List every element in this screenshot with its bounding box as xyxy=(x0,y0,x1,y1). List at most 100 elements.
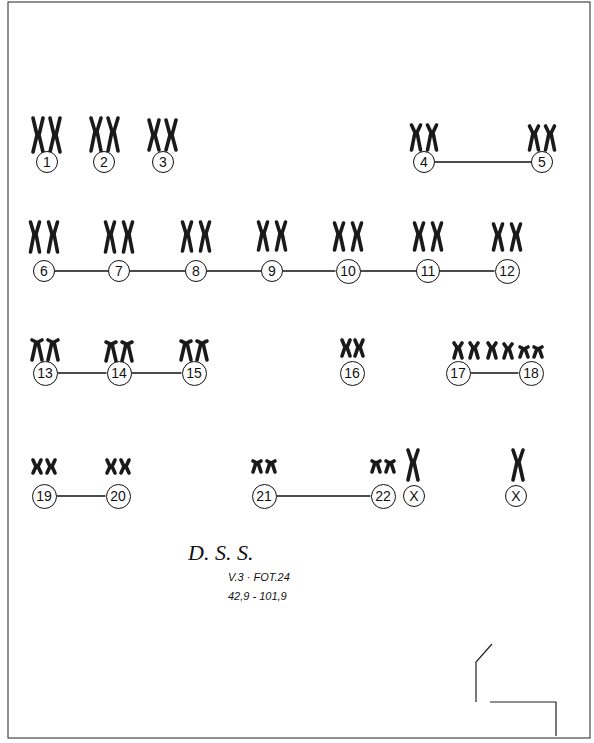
chromosome xyxy=(91,118,101,151)
chromatid xyxy=(188,222,192,251)
chromatid xyxy=(206,222,210,251)
chromatid xyxy=(38,460,41,473)
number-circle: 13 xyxy=(33,361,58,386)
chromatid xyxy=(48,340,52,360)
chromatid xyxy=(122,342,126,361)
group-connector xyxy=(132,372,182,373)
chromatid xyxy=(277,222,281,250)
chromatid xyxy=(519,450,523,480)
chromatid xyxy=(353,223,357,250)
chromatid xyxy=(493,343,496,358)
chromosome-number: 18 xyxy=(523,366,539,380)
number-circle: 19 xyxy=(32,484,57,509)
chromosome-number: 8 xyxy=(192,264,200,278)
chromosome-number: 10 xyxy=(340,264,356,278)
chromosome-number: X xyxy=(511,489,520,503)
chromosome xyxy=(107,460,115,473)
chromatid xyxy=(415,223,419,250)
chromosome xyxy=(121,460,129,473)
chromatid xyxy=(475,343,478,358)
chromatid xyxy=(360,340,363,356)
chromatid xyxy=(428,125,432,150)
number-circle: X xyxy=(403,485,425,507)
chromatid xyxy=(433,223,437,250)
chromatid xyxy=(56,118,60,152)
bracket xyxy=(490,702,556,736)
chromosome xyxy=(353,223,362,250)
chromosome xyxy=(494,224,503,250)
number-circle: 15 xyxy=(182,361,207,386)
chromatid xyxy=(49,222,53,252)
chromosome-number: 12 xyxy=(499,264,515,278)
chromatid xyxy=(183,222,187,251)
chromosome xyxy=(335,223,344,250)
chromatid xyxy=(513,450,517,480)
chromosome xyxy=(108,118,118,151)
chromosome-number: 5 xyxy=(538,155,546,169)
chromatid xyxy=(504,344,507,358)
group-connector xyxy=(283,270,336,271)
chromosome xyxy=(49,222,58,252)
chromatid xyxy=(253,461,256,472)
chromosome xyxy=(259,222,268,250)
number-circle: 2 xyxy=(93,151,115,173)
chromosome xyxy=(31,222,40,252)
chromatid xyxy=(433,125,437,150)
number-circle: 14 xyxy=(107,361,132,386)
number-circle: 21 xyxy=(252,484,277,509)
chromatid xyxy=(534,347,537,357)
chromatid xyxy=(203,341,207,360)
chromosome-number: 7 xyxy=(115,264,123,278)
group-connector xyxy=(55,270,108,271)
chromosome-number: 3 xyxy=(159,155,167,169)
chromosome xyxy=(488,343,496,358)
chromatid xyxy=(106,342,110,361)
chromosome xyxy=(412,125,421,150)
chromatid xyxy=(546,126,550,150)
chromatid xyxy=(355,340,358,356)
chromosome xyxy=(386,461,394,472)
chromatid xyxy=(52,460,55,473)
chromosome xyxy=(342,340,350,356)
chromatid xyxy=(347,340,350,356)
chromosome-number: 1 xyxy=(43,155,51,169)
chromatid xyxy=(172,120,176,150)
chromatid xyxy=(391,461,394,472)
chromosome xyxy=(122,342,132,361)
chromosome xyxy=(50,118,60,152)
group-connector xyxy=(130,270,185,271)
chromosome xyxy=(33,460,41,473)
chromosome-number: 13 xyxy=(37,366,53,380)
chromosome xyxy=(534,347,542,357)
chromatid xyxy=(36,222,40,252)
photo-reference: V.3 · FOT.24 xyxy=(228,571,290,583)
group-connector xyxy=(277,495,371,496)
chromatid xyxy=(530,126,534,150)
chromatid xyxy=(126,460,129,473)
group-connector xyxy=(361,270,417,271)
chromosome-number: 11 xyxy=(421,264,436,278)
chromosome xyxy=(267,461,275,472)
chromatid xyxy=(166,120,170,150)
chromosome xyxy=(433,223,442,250)
number-circle: 12 xyxy=(495,259,520,284)
chromosome xyxy=(106,222,115,252)
chromatid xyxy=(267,461,270,472)
chromosome xyxy=(415,223,424,250)
chromatid xyxy=(32,340,36,360)
chromatid xyxy=(121,460,124,473)
chromatid xyxy=(335,223,339,250)
chromatid xyxy=(386,461,389,472)
number-circle: 16 xyxy=(340,361,365,386)
chromosome xyxy=(149,120,159,150)
chromatid xyxy=(499,224,503,250)
chromatid xyxy=(97,118,101,151)
chromatid xyxy=(112,460,115,473)
chromosome xyxy=(454,343,462,358)
chromatid xyxy=(438,223,442,250)
chromosome xyxy=(33,118,43,152)
chromatid xyxy=(106,222,110,252)
chromatid xyxy=(408,450,412,480)
chromosome-number: 2 xyxy=(100,155,108,169)
